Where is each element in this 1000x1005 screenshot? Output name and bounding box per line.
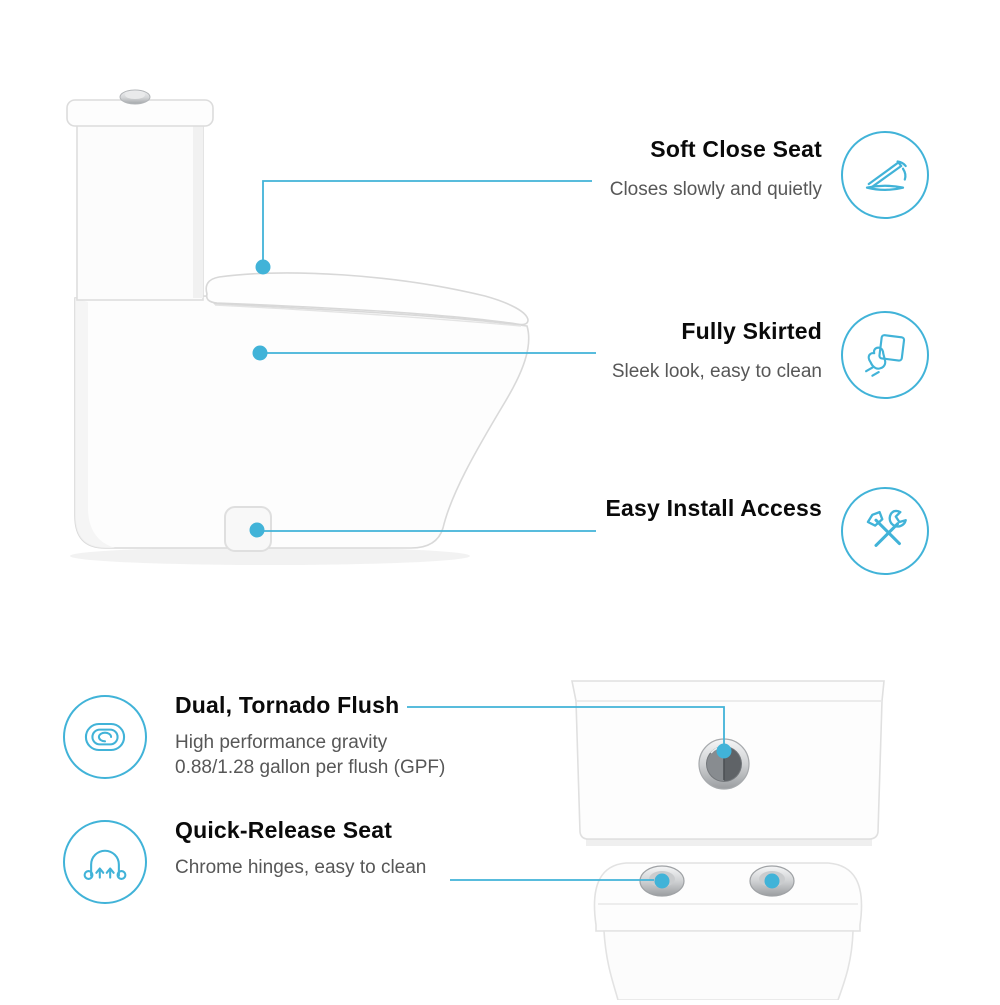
toilet-side-view-image	[55, 80, 575, 580]
feature-subtitle-line-1: High performance gravity	[175, 732, 388, 753]
feature-title: Quick-Release Seat	[175, 817, 393, 843]
feature-subtitle: Sleek look, easy to clean	[611, 361, 822, 382]
feature-subtitle: Chrome hinges, easy to clean	[175, 857, 427, 878]
feature-title: Easy Install Access	[605, 495, 822, 521]
soft-close-seat-icon	[841, 131, 929, 219]
tornado-flush-icon	[63, 695, 147, 779]
feature-callout-fully-skirted: Fully Skirted Sleek look, easy to clean	[392, 318, 822, 384]
feature-callout-soft-close-seat: Soft Close Seat Closes slowly and quietl…	[392, 136, 822, 202]
feature-callout-dual-flush: Dual, Tornado Flush High performance gra…	[175, 692, 515, 780]
feature-callout-quick-release: Quick-Release Seat Chrome hinges, easy t…	[175, 817, 515, 880]
wipe-clean-hand-icon	[841, 311, 929, 399]
feature-subtitle: Closes slowly and quietly	[609, 179, 822, 200]
install-tools-icon	[841, 487, 929, 575]
feature-title: Fully Skirted	[681, 318, 822, 344]
quick-release-seat-icon	[63, 820, 147, 904]
feature-subtitle-line-2: 0.88/1.28 gallon per flush (GPF)	[175, 757, 446, 778]
feature-title: Soft Close Seat	[650, 136, 822, 162]
feature-subtitle: High performance gravity 0.88/1.28 gallo…	[175, 730, 515, 780]
feature-callout-easy-install: Easy Install Access	[392, 495, 822, 521]
feature-title: Dual, Tornado Flush	[175, 692, 400, 718]
tank-closeup-image	[560, 673, 895, 1001]
